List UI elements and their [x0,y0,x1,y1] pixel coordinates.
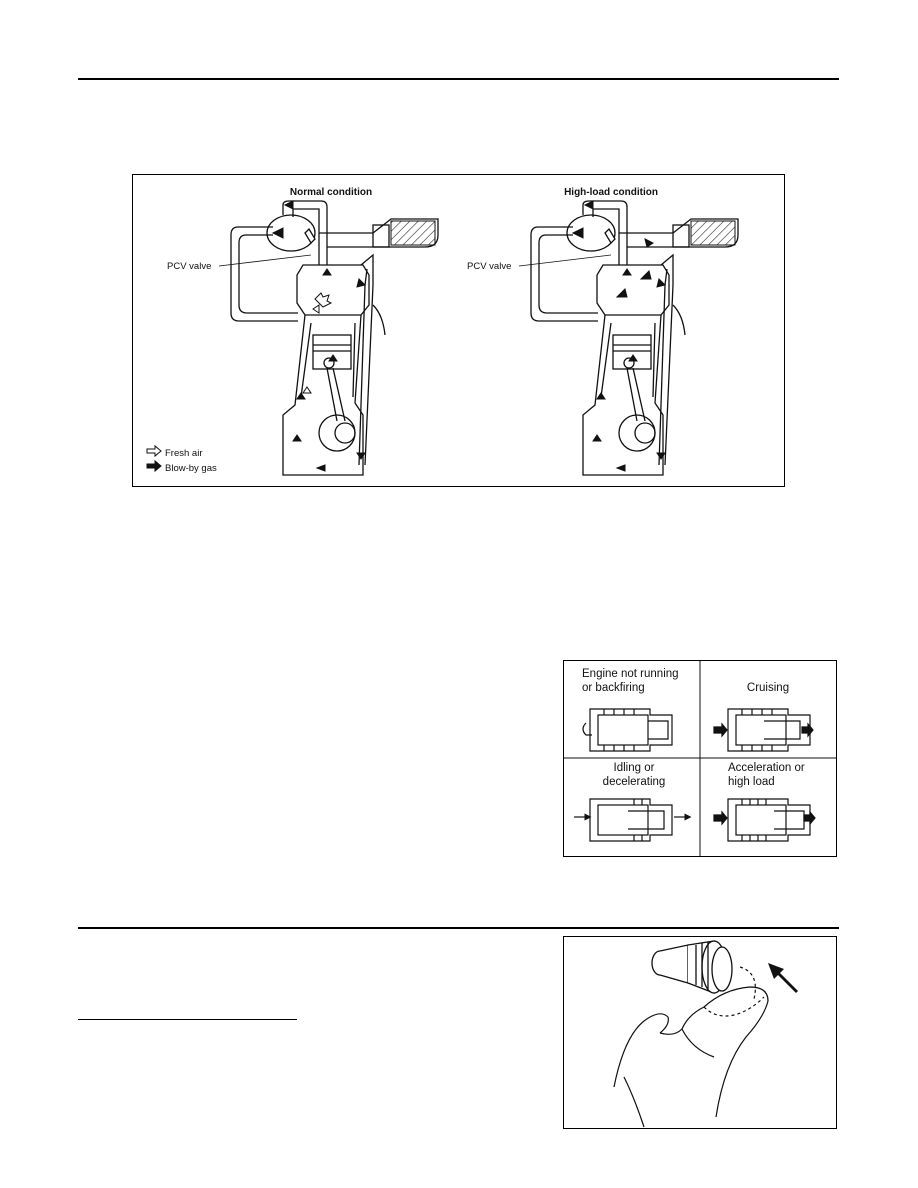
state-idling-line1: Idling or [614,762,655,774]
valve-acceleration [713,798,816,842]
state-idling-line2: decelerating [603,776,666,788]
fresh-air-legend-icon [146,444,162,458]
pcv-valve-states-diagram: Engine not running or backfiring Cruisin… [564,661,836,856]
blowby-arrows-right [571,200,666,472]
hand-outline [613,966,769,1128]
high-load-condition-title: High-load condition [564,187,658,198]
pcv-valve-test-figure [563,936,837,1129]
blowby-legend-icon [146,459,162,473]
push-direction-arrow-icon [768,963,798,993]
legend-fresh-air: Fresh air [165,448,202,459]
intake-hatch-right [690,220,736,246]
engine-right [530,200,739,476]
pcv-valve-test-illustration [613,940,798,1128]
ventilation-diagram: Normal condition High-load condition [146,187,739,476]
valve-idling [574,798,692,842]
engine-left [230,200,439,476]
pcv-leader-right [518,254,612,267]
heading-underline [78,1019,297,1020]
header-rule [78,78,839,80]
fresh-air-arrows-left [302,292,333,394]
legend-blow-by-gas: Blow-by gas [165,463,217,474]
pcv-valve-label-left: PCV valve [167,261,211,272]
legend: Fresh air Blow-by gas [146,444,217,474]
pcv-leader-left [218,254,312,267]
valve-engine-off [582,708,673,752]
normal-condition-title: Normal condition [290,187,372,198]
blowby-arrows-left [271,200,366,472]
state-cruising: Cruising [747,682,789,694]
valve-cruising [713,708,814,752]
state-engine-not-running-line1: Engine not running [582,668,679,680]
pcv-valve-part [651,940,733,994]
state-acceleration-line2: high load [728,776,775,788]
pcv-valve-states-figure: Engine not running or backfiring Cruisin… [563,660,837,857]
ventilation-figure: Normal condition High-load condition [132,174,785,487]
state-acceleration-line1: Acceleration or [728,762,805,774]
section-rule [78,927,839,929]
pcv-valve-label-right: PCV valve [467,261,511,272]
intake-hatch-left [390,220,436,246]
state-engine-not-running-line2: or backfiring [582,682,645,694]
